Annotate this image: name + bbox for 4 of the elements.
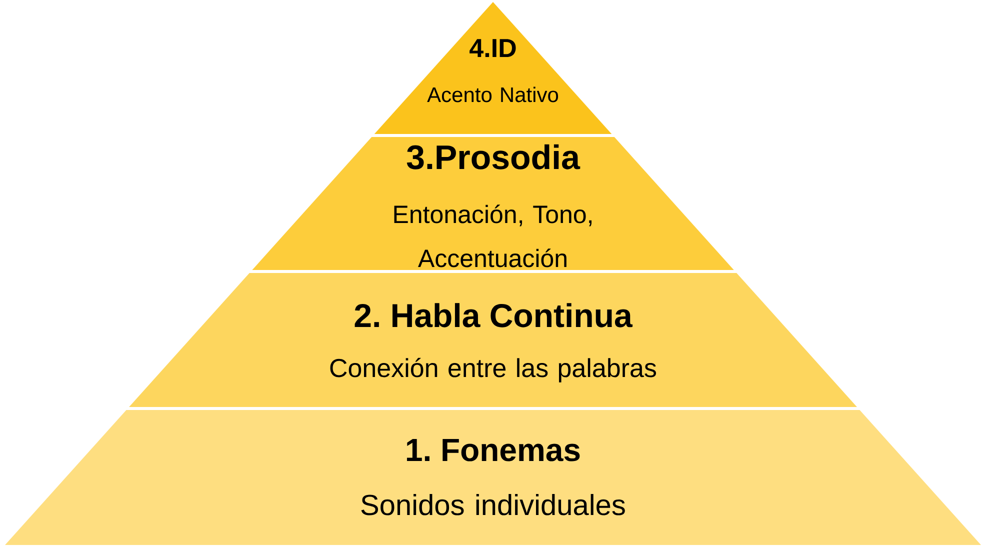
pyramid-level: 4.ID Acento Nativo: [374, 2, 612, 134]
pyramid-level: 1. Fonemas Sonidos individuales: [5, 410, 982, 545]
pyramid-level: 3.Prosodia Entonación, Tono, Accentuación: [252, 137, 734, 270]
pyramid-level: 2. Habla Continua Conexión entre las palabras: [129, 273, 857, 407]
